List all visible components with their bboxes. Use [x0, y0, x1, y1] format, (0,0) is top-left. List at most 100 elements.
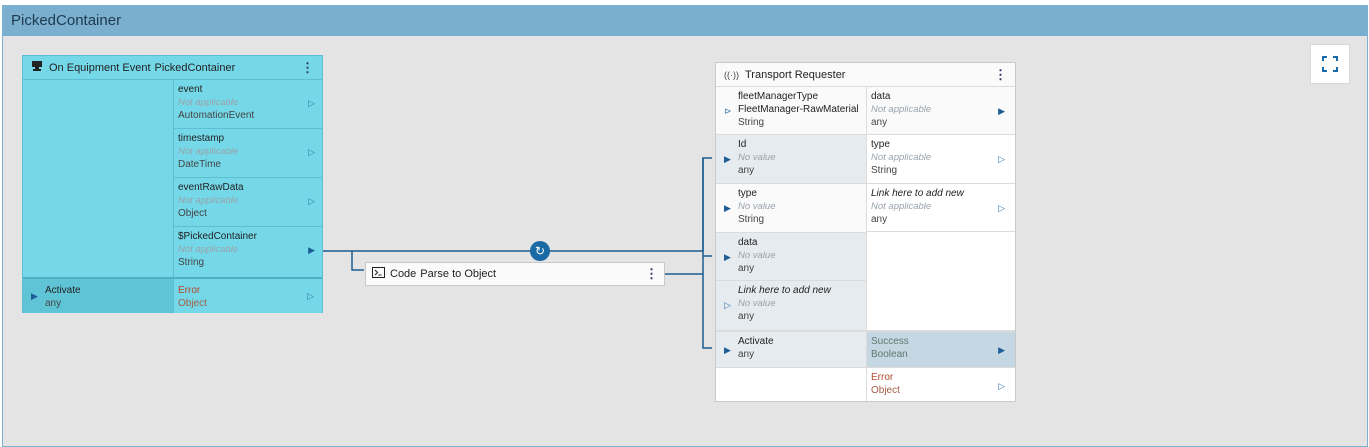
- port-label: Error: [178, 285, 201, 296]
- node-title-name: Parse to Object: [420, 268, 497, 280]
- input-port-add-new[interactable]: ▷ Link here to add new No value any: [716, 281, 866, 330]
- port-label: Id: [738, 139, 747, 150]
- port-label: Success: [871, 336, 909, 347]
- transport-requester-node[interactable]: ((·)) Transport Requester ⋮ ⊳ fleetManag…: [715, 62, 1016, 402]
- port-type: any: [738, 165, 755, 176]
- output-port-error[interactable]: Error Object ▷: [173, 279, 322, 313]
- node-header[interactable]: On Equipment Event PickedContainer ⋮: [23, 56, 322, 80]
- port-value: No value: [738, 201, 776, 212]
- port-label: event: [178, 84, 203, 95]
- port-value: No value: [738, 152, 776, 163]
- input-port-id[interactable]: ▶ Id No value any: [716, 135, 866, 184]
- output-port-eventrawdata[interactable]: eventRawData Not applicable Object ▷: [173, 178, 323, 227]
- input-arrow-icon[interactable]: ▷: [724, 300, 731, 310]
- output-arrow-icon[interactable]: ▷: [998, 381, 1005, 391]
- output-arrow-icon[interactable]: ▶: [998, 345, 1005, 355]
- port-value: Not applicable: [178, 195, 239, 206]
- page-title: PickedContainer: [3, 6, 1367, 36]
- empty-cell: [716, 367, 866, 401]
- sync-icon[interactable]: ↻: [530, 241, 550, 261]
- port-value: Not applicable: [178, 146, 239, 157]
- port-label: type: [738, 188, 757, 199]
- port-type: Object: [178, 208, 207, 219]
- port-label: $PickedContainer: [178, 231, 257, 242]
- kebab-menu-icon[interactable]: ⋮: [301, 59, 314, 75]
- port-label: Link here to add new: [738, 285, 831, 296]
- output-port-event[interactable]: event Not applicable AutomationEvent ▷: [173, 80, 323, 129]
- output-arrow-icon[interactable]: ▷: [998, 154, 1005, 164]
- port-label: data: [738, 237, 758, 248]
- port-label: eventRawData: [178, 182, 244, 193]
- output-arrow-icon[interactable]: ▷: [308, 196, 315, 206]
- input-arrow-icon[interactable]: ▶: [724, 252, 731, 262]
- kebab-menu-icon[interactable]: ⋮: [994, 66, 1007, 82]
- output-arrow-icon[interactable]: ▷: [308, 98, 315, 108]
- port-value: FleetManager-RawMaterial: [738, 104, 859, 115]
- terminal-icon: [372, 267, 385, 281]
- port-label: fleetManagerType: [738, 91, 819, 102]
- node-header[interactable]: ((·)) Transport Requester ⋮: [716, 63, 1015, 87]
- port-value: Not applicable: [178, 97, 239, 108]
- node-title: Transport Requester: [745, 68, 846, 81]
- node-header[interactable]: Code Parse to Object ⋮: [366, 263, 664, 285]
- port-value: Not applicable: [178, 244, 239, 255]
- port-value: Not applicable: [871, 201, 932, 212]
- input-arrow-icon[interactable]: ▶: [724, 154, 731, 164]
- port-label: Activate: [45, 285, 81, 296]
- port-type: DateTime: [178, 159, 221, 170]
- equipment-icon: [31, 60, 43, 75]
- input-port-activate[interactable]: ▶ Activate any: [23, 279, 173, 313]
- port-label: type: [871, 139, 890, 150]
- code-node[interactable]: Code Parse to Object ⋮: [365, 262, 665, 286]
- port-label: data: [871, 91, 891, 102]
- port-type: any: [871, 214, 888, 225]
- port-type: any: [738, 349, 755, 360]
- output-arrow-icon[interactable]: ▶: [998, 106, 1005, 116]
- input-arrow-icon[interactable]: ⊳: [724, 106, 732, 116]
- input-port-fleetmanagertype[interactable]: ⊳ fleetManagerType FleetManager-RawMater…: [716, 87, 866, 135]
- port-type: AutomationEvent: [178, 110, 255, 121]
- broadcast-icon: ((·)): [724, 69, 739, 80]
- output-port-pickedcontainer[interactable]: $PickedContainer Not applicable String ▶: [173, 227, 323, 277]
- node-title-name: PickedContainer: [154, 61, 236, 74]
- output-port-timestamp[interactable]: timestamp Not applicable DateTime ▷: [173, 129, 323, 178]
- port-type: String: [178, 257, 205, 268]
- port-value: Not applicable: [871, 152, 932, 163]
- port-type: Boolean: [871, 349, 908, 360]
- expand-icon: [1322, 56, 1338, 72]
- kebab-menu-icon[interactable]: ⋮: [645, 266, 658, 281]
- output-port-data[interactable]: data Not applicable any ▶: [866, 87, 1015, 135]
- input-arrow-icon[interactable]: ▶: [31, 291, 38, 301]
- node-title-prefix: Code: [390, 268, 417, 280]
- port-label: Activate: [738, 336, 774, 347]
- equipment-event-node[interactable]: On Equipment Event PickedContainer ⋮ eve…: [22, 55, 323, 313]
- port-value: No value: [738, 250, 776, 261]
- input-port-data[interactable]: ▶ data No value any: [716, 233, 866, 281]
- output-port-add-new[interactable]: Link here to add new Not applicable any …: [866, 184, 1015, 232]
- port-type: any: [738, 311, 755, 322]
- output-arrow-icon[interactable]: ▷: [307, 291, 314, 301]
- port-label: Error: [871, 372, 894, 383]
- expand-button[interactable]: [1310, 44, 1350, 84]
- output-arrow-icon[interactable]: ▷: [308, 147, 315, 157]
- port-type: Object: [871, 385, 900, 396]
- footer-divider: [716, 330, 1015, 332]
- input-port-type[interactable]: ▶ type No value String: [716, 184, 866, 233]
- output-port-success[interactable]: Success Boolean ▶: [866, 332, 1015, 367]
- port-type: String: [738, 214, 765, 225]
- port-type: any: [45, 298, 62, 309]
- output-arrow-icon[interactable]: ▶: [308, 245, 315, 255]
- input-arrow-icon[interactable]: ▶: [724, 203, 731, 213]
- output-arrow-icon[interactable]: ▷: [998, 203, 1005, 213]
- input-port-activate[interactable]: ▶ Activate any: [716, 332, 866, 367]
- output-port-type[interactable]: type Not applicable String ▷: [866, 135, 1015, 184]
- port-label: timestamp: [178, 133, 225, 144]
- node-title-prefix: On Equipment Event: [49, 61, 151, 74]
- port-value: Not applicable: [871, 104, 932, 115]
- port-type: String: [738, 117, 765, 128]
- input-arrow-icon[interactable]: ▶: [724, 345, 731, 355]
- port-type: String: [871, 165, 898, 176]
- port-label: Link here to add new: [871, 188, 964, 199]
- output-port-error[interactable]: Error Object ▷: [866, 367, 1015, 401]
- port-value: No value: [738, 298, 776, 309]
